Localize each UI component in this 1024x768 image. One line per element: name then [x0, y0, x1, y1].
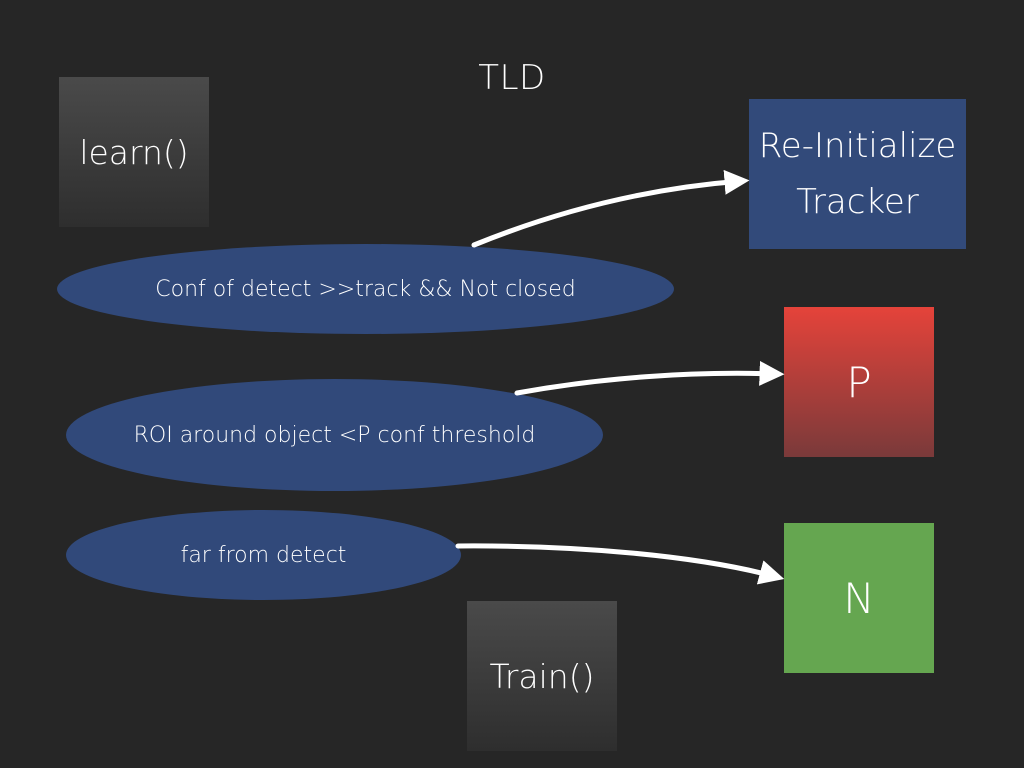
reinit-label-line2: Tracker	[796, 182, 919, 222]
condition-roi-label: ROI around object <P conf threshold	[133, 422, 536, 448]
learn-label: learn()	[79, 132, 189, 172]
condition-conf-ellipse: Conf of detect >>track && Not closed	[57, 244, 674, 334]
positive-box: P	[784, 307, 934, 457]
train-box: Train()	[467, 601, 617, 751]
arrow-conf-to-reinit	[471, 169, 750, 248]
positive-label: P	[846, 357, 872, 407]
condition-roi-ellipse: ROI around object <P conf threshold	[66, 379, 603, 491]
arrow-roi-to-p	[514, 360, 785, 396]
arrow-far-to-n	[455, 543, 785, 585]
negative-label: N	[843, 573, 875, 623]
learn-box: learn()	[59, 77, 209, 227]
train-label: Train()	[489, 656, 595, 696]
condition-far-ellipse: far from detect	[66, 510, 461, 600]
condition-far-label: far from detect	[180, 542, 347, 568]
reinitialize-tracker-box: Re-Initialize Tracker	[749, 99, 966, 249]
condition-conf-label: Conf of detect >>track && Not closed	[155, 276, 576, 302]
reinit-label-line1: Re-Initialize	[758, 126, 957, 166]
negative-box: N	[784, 523, 934, 673]
diagram-title: TLD	[478, 58, 546, 98]
